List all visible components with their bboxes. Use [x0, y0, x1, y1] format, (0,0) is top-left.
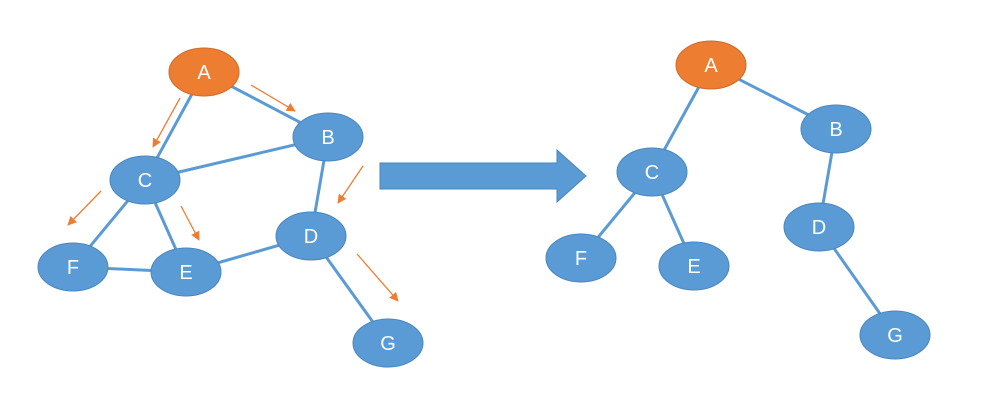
traversal-arrows	[67, 84, 399, 302]
transform-arrow	[379, 148, 587, 204]
graph-node-f: F	[37, 242, 109, 292]
graph-node-g: G	[352, 318, 424, 368]
graph-node-f-label: F	[67, 257, 79, 279]
graph-panel: A B C D F E G	[37, 47, 424, 368]
tree-node-e-label: E	[687, 256, 700, 278]
graph-node-b: B	[292, 112, 364, 162]
graph-edges	[71, 70, 390, 344]
graph-node-b-label: B	[321, 127, 334, 149]
traversal-arrow-c-f	[67, 190, 102, 226]
tree-node-e: E	[658, 241, 730, 291]
tree-node-a: A	[675, 40, 747, 90]
tree-node-d: D	[783, 202, 855, 252]
tree-node-f: F	[545, 233, 617, 283]
tree-node-b: B	[800, 104, 872, 154]
tree-node-g-label: G	[887, 325, 903, 347]
graph-node-e: E	[150, 247, 222, 297]
graph-node-c: C	[109, 155, 181, 205]
traversal-arrow-a-b	[250, 84, 296, 112]
tree-node-d-label: D	[812, 217, 826, 239]
tree-node-c-label: C	[645, 162, 659, 184]
graph-nodes: A B C D F E G	[37, 47, 424, 368]
tree-node-a-label: A	[704, 55, 718, 77]
tree-nodes: A B C D F E G	[545, 40, 931, 360]
graph-node-a-label: A	[197, 62, 211, 84]
tree-node-f-label: F	[575, 248, 587, 270]
tree-node-g: G	[859, 310, 931, 360]
graph-node-d-label: D	[304, 226, 318, 248]
traversal-arrow-b-d	[337, 165, 364, 204]
graph-node-a: A	[168, 47, 240, 97]
tree-node-b-label: B	[829, 119, 842, 141]
graph-node-e-label: E	[179, 262, 192, 284]
traversal-arrow-a-c	[152, 97, 181, 148]
tree-edges	[579, 63, 897, 336]
graph-node-d: D	[275, 211, 347, 261]
tree-panel: A B C D F E G	[545, 40, 931, 360]
traversal-arrow-d-g	[356, 253, 399, 302]
graph-node-g-label: G	[380, 333, 396, 355]
tree-node-c: C	[616, 147, 688, 197]
traversal-arrow-c-e	[180, 205, 200, 241]
graph-node-c-label: C	[138, 170, 152, 192]
